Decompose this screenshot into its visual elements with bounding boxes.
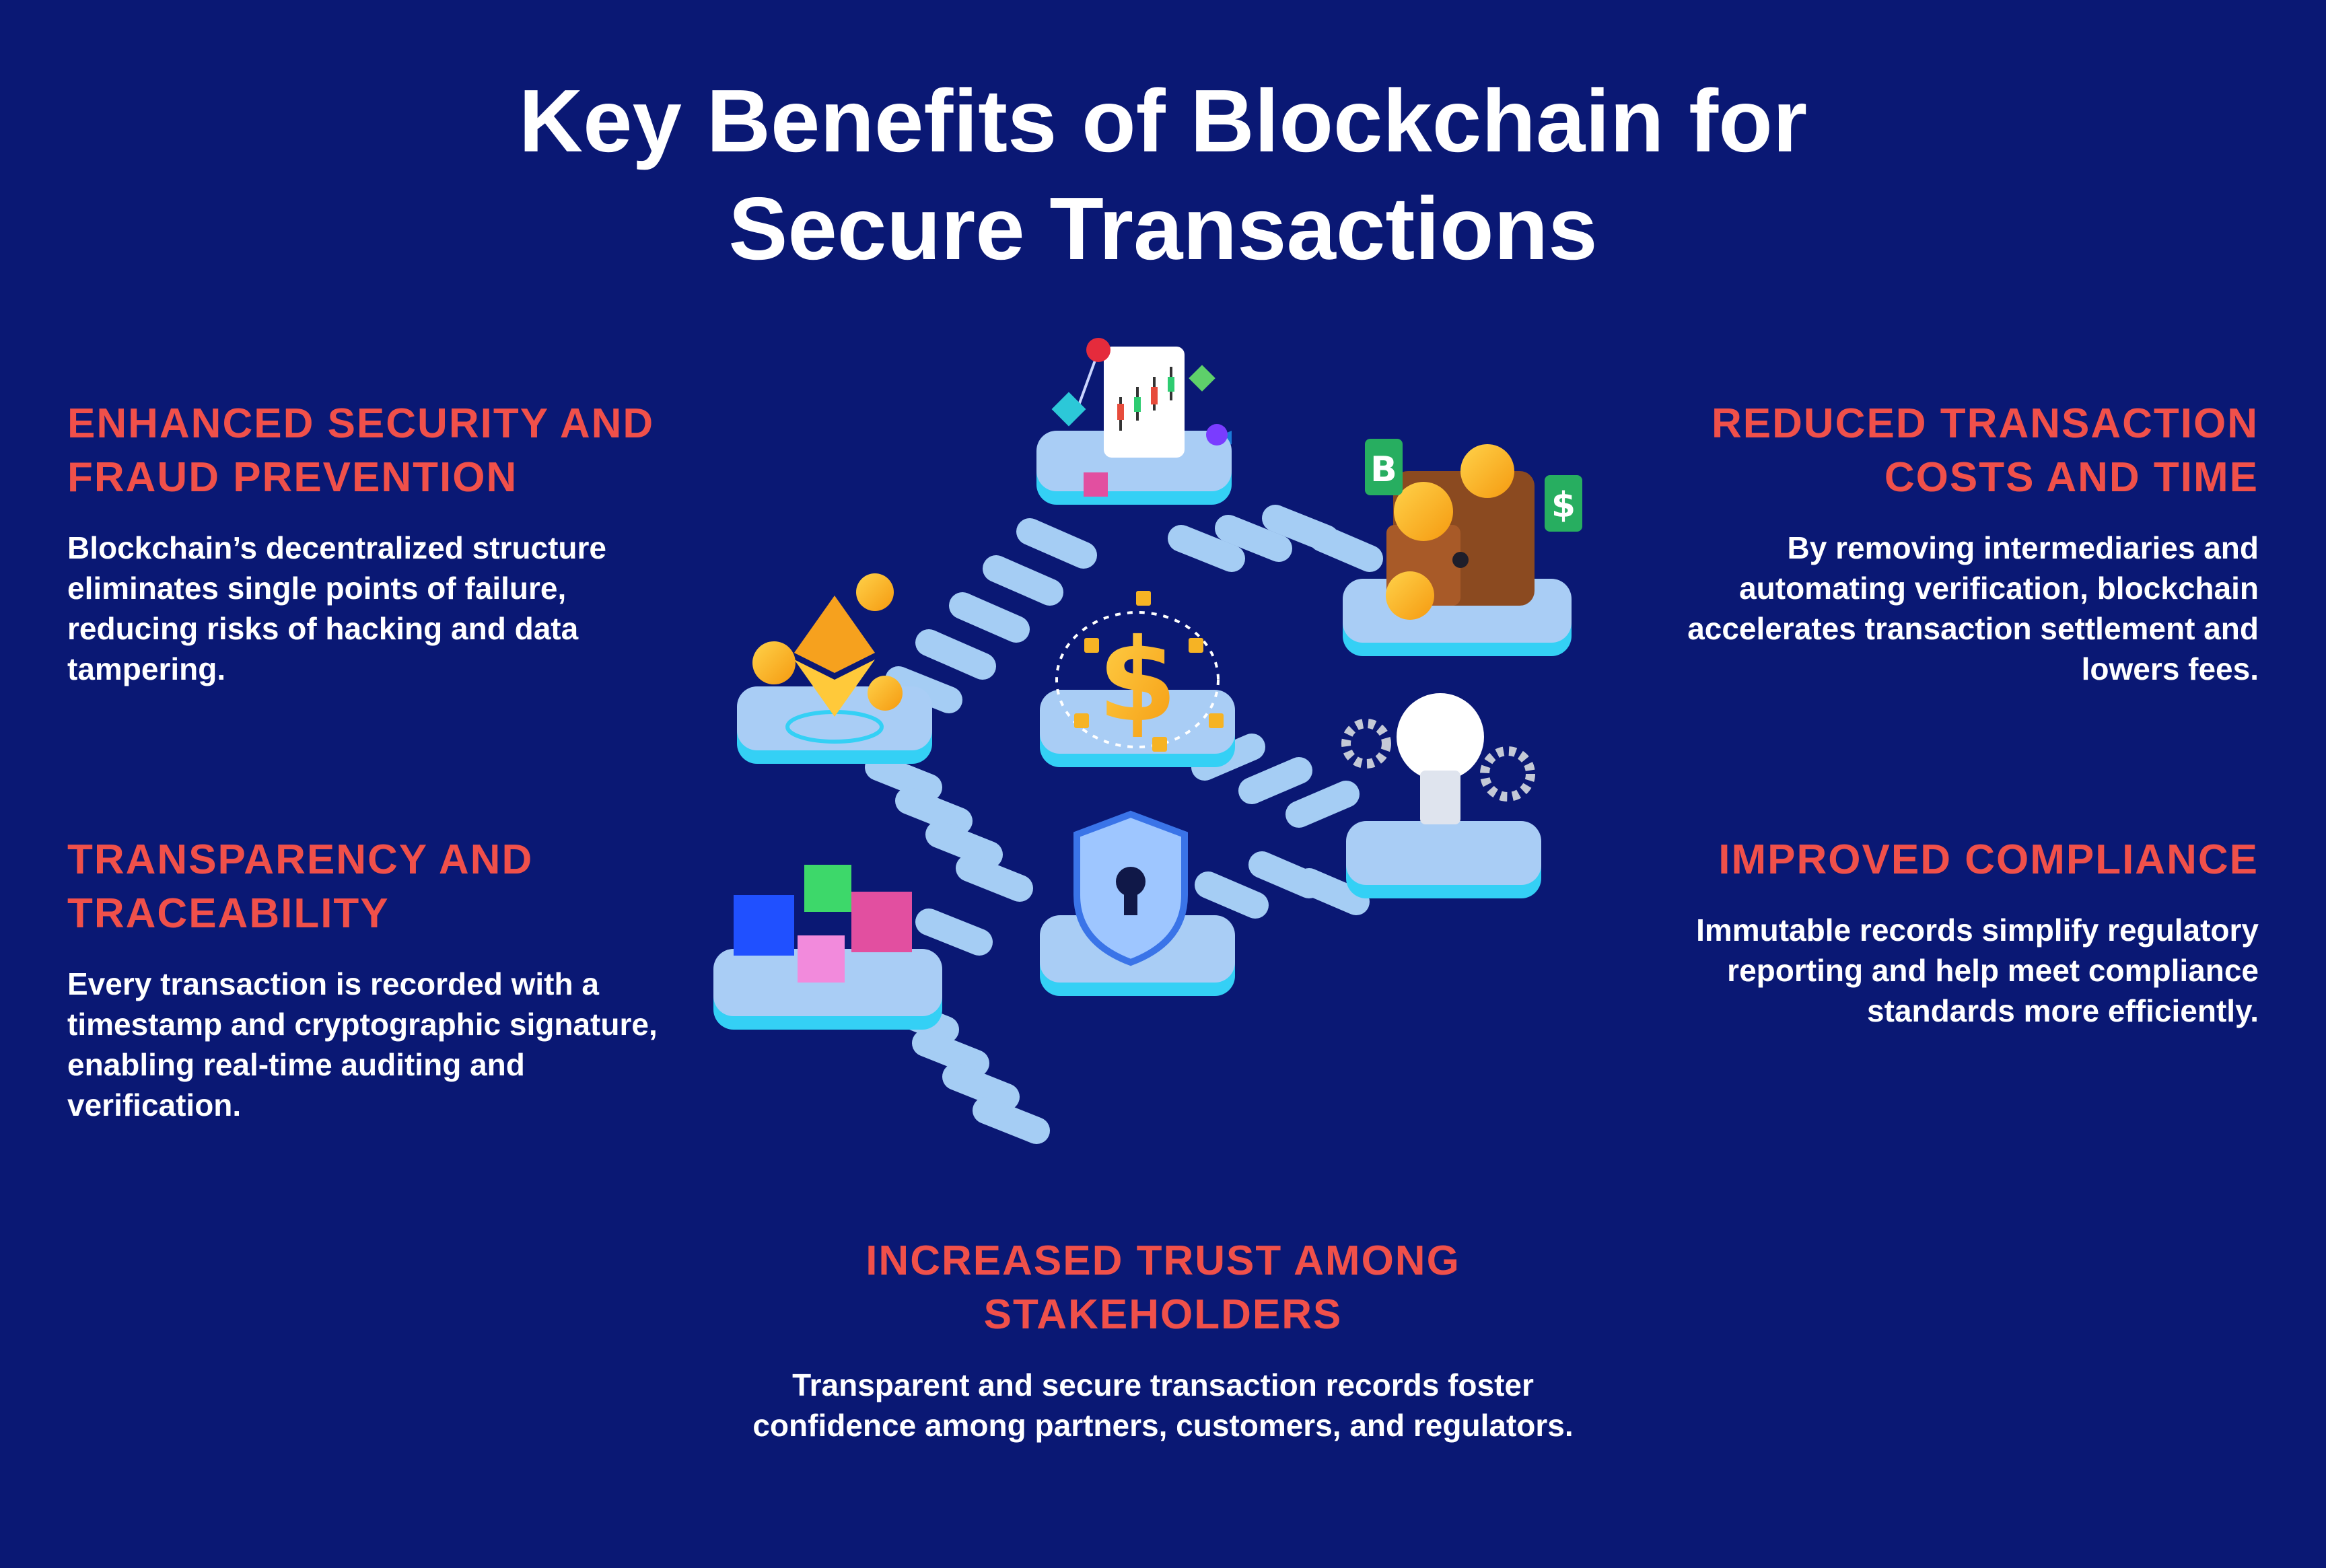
bitcoin-badge: B — [1370, 450, 1397, 490]
heading-line: INCREASED TRUST AMONG — [866, 1238, 1460, 1284]
crypto-coin-icon — [737, 573, 932, 764]
benefit-trust: INCREASED TRUST AMONG STAKEHOLDERS Trans… — [740, 1234, 1586, 1446]
heading-line: FRAUD PREVENTION — [67, 454, 518, 501]
benefit-compliance: IMPROVED COMPLIANCE Immutable records si… — [1626, 833, 2259, 1031]
benefit-costs-heading: REDUCED TRANSACTION COSTS AND TIME — [1626, 397, 2259, 505]
wallet-icon: B $ — [1343, 439, 1582, 656]
svg-text:$: $ — [1098, 614, 1177, 748]
heading-line: STAKEHOLDERS — [983, 1291, 1343, 1338]
benefit-costs-text: By removing intermediaries and automatin… — [1687, 530, 2259, 686]
heading-line: COSTS AND TIME — [1884, 454, 2259, 501]
benefit-security-heading: ENHANCED SECURITY AND FRAUD PREVENTION — [67, 397, 700, 505]
page-title: Key Benefits of Blockchain for Secure Tr… — [0, 67, 2326, 283]
benefit-security-text: Blockchain’s decentralized structure eli… — [67, 530, 607, 686]
blocks-icon — [713, 865, 942, 1030]
benefit-transparency-heading: TRANSPARENCY AND TRACEABILITY — [67, 833, 700, 941]
heading-line: REDUCED TRANSACTION — [1712, 400, 2259, 447]
benefit-costs: REDUCED TRANSACTION COSTS AND TIME By re… — [1626, 397, 2259, 689]
benefit-security: ENHANCED SECURITY AND FRAUD PREVENTION B… — [67, 397, 700, 689]
benefit-trust-text: Transparent and secure transaction recor… — [752, 1367, 1574, 1443]
benefit-transparency-text: Every transaction is recorded with a tim… — [67, 966, 658, 1122]
benefit-compliance-heading: IMPROVED COMPLIANCE — [1626, 833, 2259, 887]
heading-line: TRANSPARENCY AND — [67, 836, 534, 883]
platform-chart — [1036, 338, 1232, 505]
benefit-transparency: TRANSPARENCY AND TRACEABILITY Every tran… — [67, 833, 700, 1125]
benefit-trust-heading: INCREASED TRUST AMONG STAKEHOLDERS — [740, 1234, 1586, 1342]
benefit-compliance-text: Immutable records simplify regulatory re… — [1696, 913, 2259, 1028]
blockchain-isometric-illustration: B $ $ — [713, 338, 1582, 1144]
shield-keyhole-icon — [1040, 810, 1235, 996]
title-line-1: Key Benefits of Blockchain for — [518, 71, 1808, 170]
heading-line: ENHANCED SECURITY AND — [67, 400, 655, 447]
lightbulb-icon — [1341, 693, 1541, 898]
dollar-lock-icon: $ — [1040, 591, 1235, 767]
dollar-badge: $ — [1551, 485, 1576, 526]
title-line-2: Secure Transactions — [728, 179, 1598, 278]
heading-line: TRACEABILITY — [67, 890, 390, 937]
heading-line: IMPROVED COMPLIANCE — [1718, 836, 2259, 883]
